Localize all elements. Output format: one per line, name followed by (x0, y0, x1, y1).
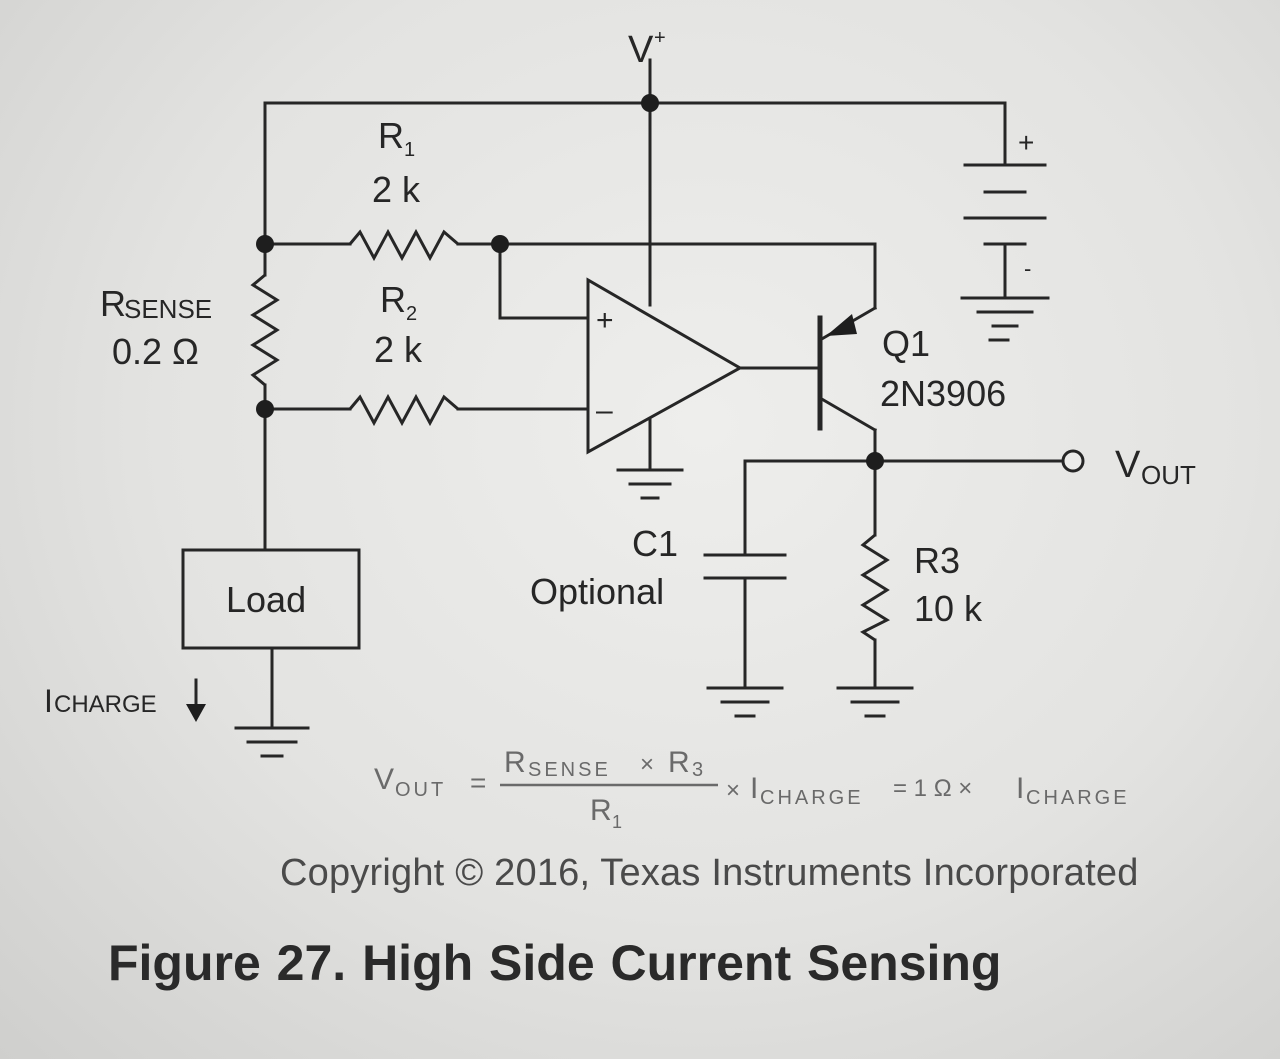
svg-text:2 k: 2 k (374, 329, 423, 370)
svg-text:CHARGE: CHARGE (1026, 787, 1130, 809)
svg-text:V: V (628, 29, 654, 71)
capacitor-c1: C1 Optional (530, 523, 787, 718)
battery-minus-label: - (1024, 256, 1031, 281)
svg-text:CHARGE: CHARGE (54, 691, 157, 718)
svg-text:OUT: OUT (395, 779, 446, 801)
svg-text:V: V (374, 763, 394, 796)
svg-text:Load: Load (226, 579, 306, 620)
svg-text:I: I (44, 683, 53, 719)
svg-text:×: × (640, 751, 654, 778)
resistor-rsense: R SENSE 0.2 Ω (100, 273, 280, 387)
load-block: Load (181, 548, 361, 758)
transistor-q1: Q1 2N3906 (817, 305, 1006, 433)
wires (263, 58, 1064, 730)
svg-text:Optional: Optional (530, 571, 664, 612)
junction-nodes (256, 94, 884, 470)
svg-text:R: R (100, 283, 126, 324)
svg-text:R: R (378, 115, 404, 156)
svg-text:R: R (504, 746, 526, 779)
battery-symbol: + - (960, 127, 1050, 342)
svg-text:I: I (750, 772, 758, 805)
current-arrow-icon (186, 704, 206, 722)
supply-label: V + (628, 27, 666, 71)
svg-text:3: 3 (692, 759, 703, 781)
op-amp: + – (586, 277, 744, 500)
opamp-minus-label: – (596, 394, 613, 427)
battery-plus-label: + (1018, 127, 1034, 158)
resistor-r2: R 2 2 k (348, 279, 459, 427)
figure-caption: Figure 27. High Side Current Sensing (108, 935, 1002, 991)
svg-text:2N3906: 2N3906 (880, 373, 1006, 414)
svg-text:Q1: Q1 (882, 323, 930, 364)
equation: V OUT = R SENSE × R 3 R 1 × I CHARGE = 1… (374, 746, 1130, 832)
svg-text:I: I (1016, 772, 1024, 805)
svg-text:=: = (470, 767, 486, 798)
svg-text:1: 1 (612, 812, 622, 832)
copyright-text: Copyright © 2016, Texas Instruments Inco… (280, 852, 1139, 894)
svg-text:C1: C1 (632, 523, 678, 564)
icharge-label: I CHARGE (44, 678, 206, 722)
svg-text:R: R (590, 794, 612, 827)
svg-text:×: × (726, 777, 740, 804)
svg-text:SENSE: SENSE (528, 759, 611, 781)
svg-text:= 1 Ω ×: = 1 Ω × (893, 775, 972, 802)
svg-text:2: 2 (406, 303, 417, 325)
svg-text:2 k: 2 k (372, 169, 421, 210)
svg-text:0.2 Ω: 0.2 Ω (112, 331, 199, 372)
svg-text:CHARGE: CHARGE (760, 787, 864, 809)
svg-text:1: 1 (404, 139, 415, 161)
svg-text:10 k: 10 k (914, 588, 983, 629)
resistor-r3: R3 10 k (836, 533, 983, 718)
svg-text:R: R (380, 279, 406, 320)
vout-terminal: V OUT (1061, 444, 1196, 490)
svg-text:+: + (654, 27, 666, 49)
svg-text:OUT: OUT (1141, 460, 1196, 490)
svg-text:R: R (668, 746, 690, 779)
svg-text:R3: R3 (914, 540, 960, 581)
svg-text:SENSE: SENSE (124, 294, 212, 324)
svg-text:V: V (1115, 444, 1141, 486)
opamp-plus-label: + (596, 304, 614, 337)
resistor-r1: R 1 2 k (348, 115, 459, 262)
